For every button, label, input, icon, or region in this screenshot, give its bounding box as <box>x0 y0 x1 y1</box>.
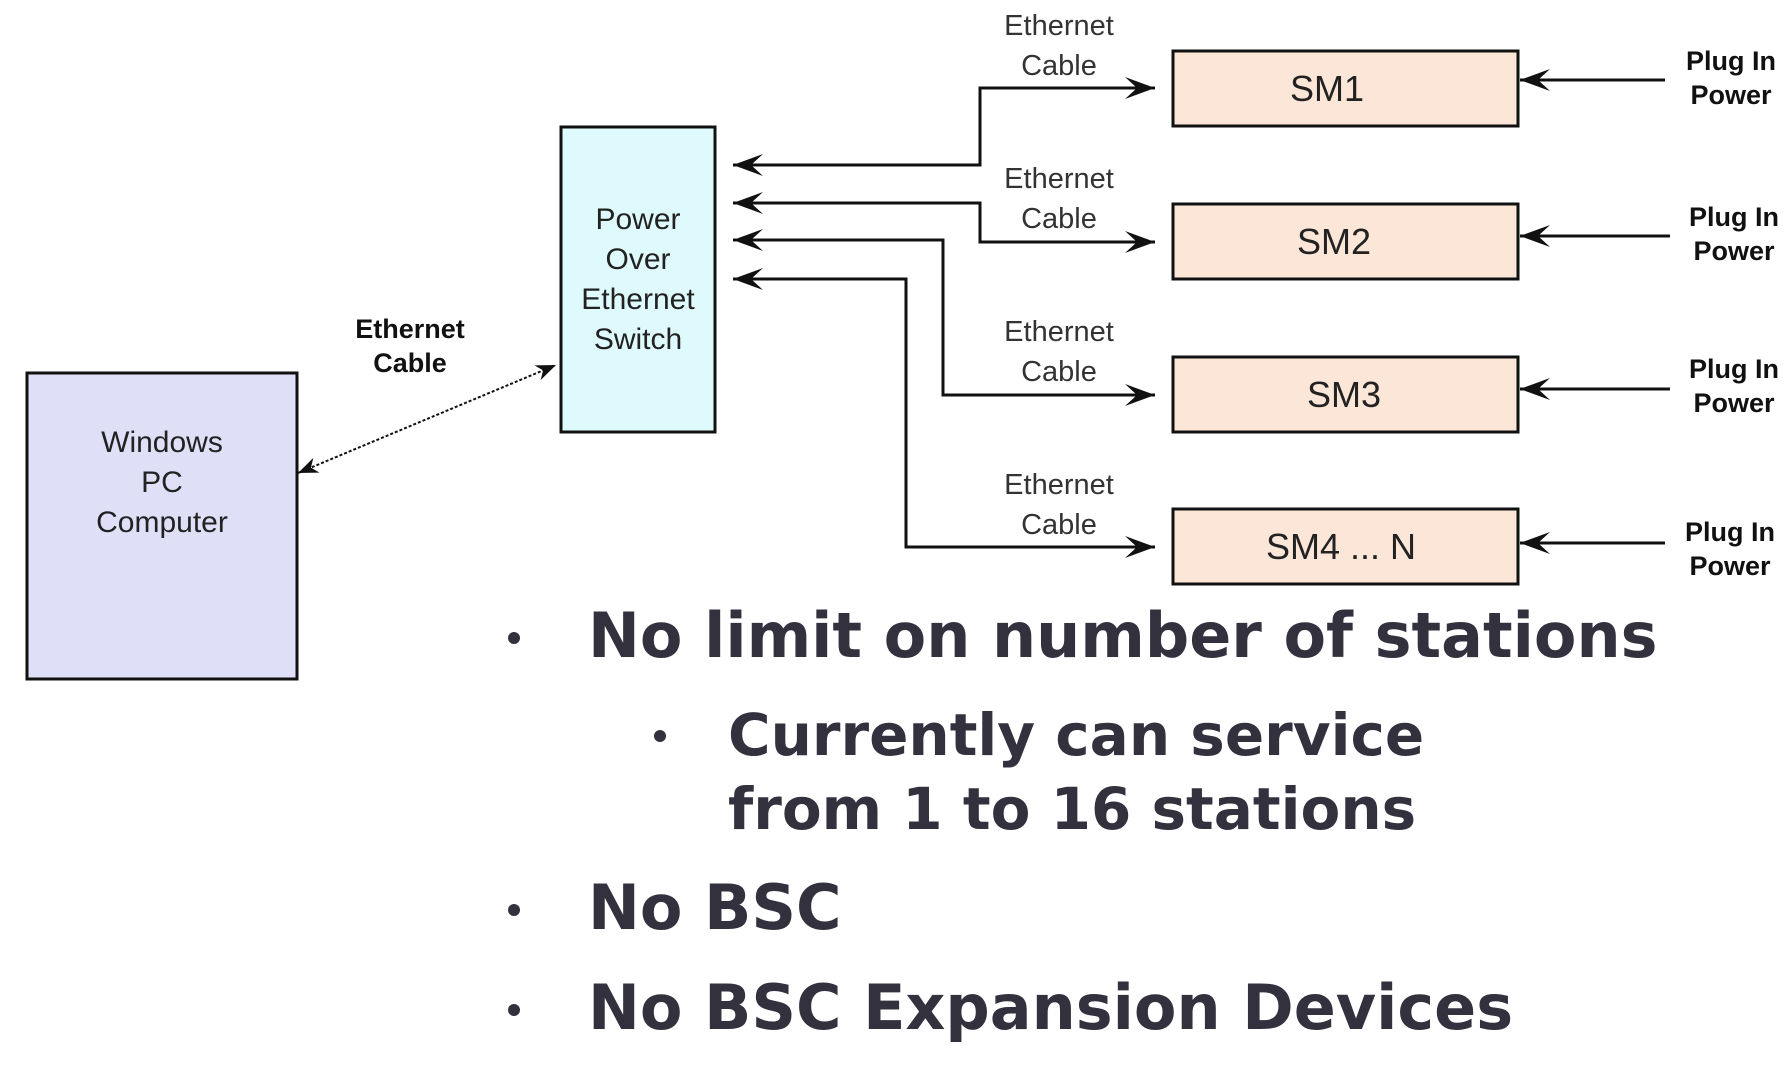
bullet-list: No limit on number of stations Currently… <box>508 598 1658 1070</box>
pc-label-line: Computer <box>96 506 228 539</box>
poe-switch-box: Power Over Ethernet Switch <box>559 125 717 434</box>
switch-station-cables <box>733 77 1155 558</box>
bullet-item: No BSC <box>508 870 1658 946</box>
station-name: SM2 <box>1297 221 1371 262</box>
bullet-text: No BSC <box>588 871 842 944</box>
cable-label-line: Cable <box>1021 50 1097 82</box>
cable-label-line: Cable <box>1021 509 1097 541</box>
pc-link-label-line: Ethernet <box>355 314 465 344</box>
bullet-text: Currently can service from 1 to 16 stati… <box>728 701 1425 843</box>
cable-label-line: Cable <box>1021 203 1097 235</box>
station-sm1: SM1 <box>1171 49 1520 128</box>
cable-label-line: Ethernet <box>1004 316 1114 348</box>
station-sm2: SM2 <box>1171 202 1520 281</box>
switch-label-line: Over <box>605 243 670 276</box>
cable-label-line: Cable <box>1021 356 1097 388</box>
power-label-line: Power <box>1689 551 1771 581</box>
power-label-line: Plug In <box>1685 517 1775 547</box>
sub-bullet-item: Currently can service from 1 to 16 stati… <box>654 698 1658 846</box>
bullet-text: No BSC Expansion Devices <box>588 971 1514 1044</box>
station-name: SM3 <box>1307 374 1381 415</box>
power-label-line: Plug In <box>1689 202 1779 232</box>
station-sm3: SM3 <box>1171 355 1520 434</box>
bullet-dot-icon <box>508 904 520 916</box>
station-sm4-n: SM4 ... N <box>1171 507 1520 586</box>
bullet-item: No limit on number of stations <box>508 598 1658 674</box>
power-label-line: Power <box>1690 80 1772 110</box>
switch-label-line: Ethernet <box>581 283 695 316</box>
bullet-dot-icon <box>654 730 666 742</box>
bullet-dot-icon <box>508 632 520 644</box>
bullet-item: No BSC Expansion Devices <box>508 970 1658 1046</box>
cable-label-line: Ethernet <box>1004 469 1114 501</box>
ethernet-cable-line <box>297 364 557 474</box>
cable-labels: Ethernet Cable Ethernet Cable Ethernet C… <box>1004 10 1114 541</box>
cable-label-line: Ethernet <box>1004 10 1114 42</box>
station-name: SM4 ... N <box>1266 526 1416 567</box>
station-name: SM1 <box>1290 68 1364 109</box>
cable-sm4-n <box>733 268 1155 558</box>
windows-pc-box: Windows PC Computer <box>25 371 299 681</box>
power-inputs: Plug In Power Plug In Power Plug In Powe… <box>1520 46 1779 581</box>
pc-label-line: PC <box>141 466 183 499</box>
power-label-line: Plug In <box>1689 354 1779 384</box>
bullet-dot-icon <box>508 1004 520 1016</box>
switch-label-line: Power <box>595 203 680 236</box>
pc-link-label-line: Cable <box>373 348 447 378</box>
bullet-text: No limit on number of stations <box>588 599 1658 672</box>
cable-label-line: Ethernet <box>1004 163 1114 195</box>
pc-switch-link: Ethernet Cable <box>297 314 557 474</box>
power-label-line: Power <box>1693 388 1775 418</box>
switch-label-line: Switch <box>594 323 682 356</box>
cable-sm1 <box>733 77 1155 176</box>
power-label-line: Power <box>1693 236 1775 266</box>
power-label-line: Plug In <box>1686 46 1776 76</box>
pc-label-line: Windows <box>101 426 223 459</box>
